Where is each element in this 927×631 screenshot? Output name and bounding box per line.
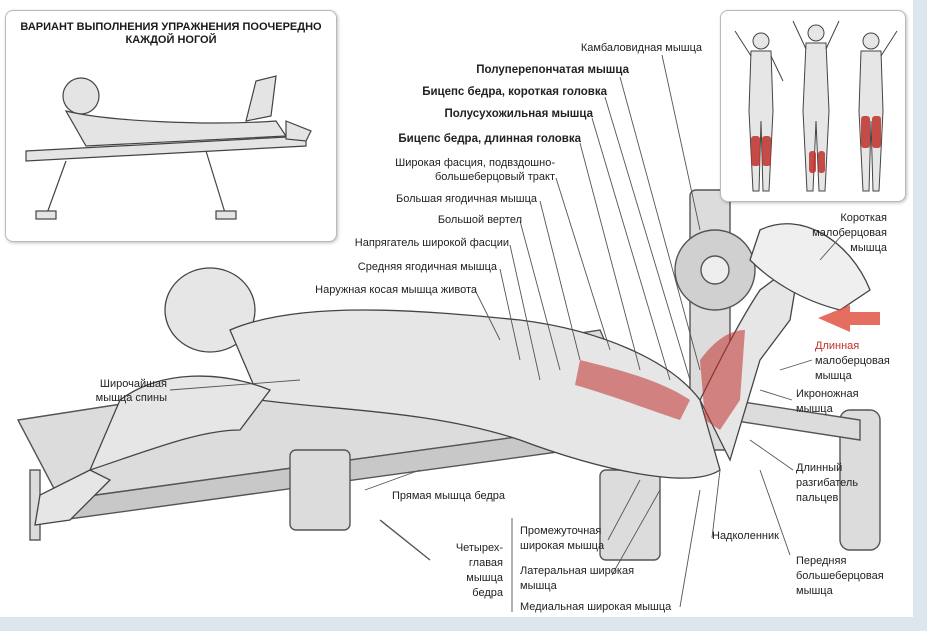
label-biceps-long: Бицепс бедра, длинная головка [398, 133, 581, 145]
label-quad-1: Четырех- [455, 542, 503, 554]
inset-illustration [25, 75, 312, 220]
label-quad-3: мышца [466, 572, 503, 584]
label-tibialis-1: Передняя [796, 555, 847, 567]
inset-title: ВАРИАНТ ВЫПОЛНЕНИЯ УПРАЖНЕНИЯ ПООЧЕРЕДНО… [6, 21, 336, 47]
label-latissimus-1: Широчайшая [99, 378, 167, 390]
muscle-map-figures [734, 20, 898, 192]
label-tibialis-2: большеберцовая [796, 570, 884, 582]
label-trochanter: Большой вертел [437, 214, 522, 226]
label-vastus-lat-2: мышца [520, 580, 557, 592]
hamstring-highlight [575, 330, 745, 430]
label-biceps-short: Бицепс бедра, короткая головка [422, 86, 607, 98]
label-quad-2: главая [468, 557, 503, 569]
label-vastus-med: Медиальная широкая мышца [520, 601, 672, 613]
leader-lines [169, 54, 843, 612]
label-peroneus-long-1: Длинная [815, 340, 860, 352]
arrow-icon [818, 305, 880, 332]
label-fascia-2: большеберцовый тракт [434, 171, 555, 183]
label-gastro-1: Икроножная [796, 388, 859, 400]
label-peroneus-short-1: Короткая [840, 212, 887, 224]
label-vastus-int-1: Промежуточная [520, 525, 602, 537]
inset-title-line1: ВАРИАНТ ВЫПОЛНЕНИЯ УПРАЖНЕНИЯ ПООЧЕРЕДНО [20, 21, 322, 33]
leg-roller [674, 229, 756, 311]
label-polusuh: Полусухожильная мышца [444, 108, 593, 120]
label-vastus-int-2: широкая мышца [520, 540, 605, 552]
label-extensor-3: пальцев [796, 492, 839, 504]
label-vastus-lat-1: Латеральная широкая [520, 565, 635, 577]
label-latissimus-2: мышца спины [95, 392, 167, 404]
label-extensor-2: разгибатель [796, 477, 859, 489]
label-peroneus-short-3: мышца [850, 242, 887, 254]
label-poluperep: Полуперепончатая мышца [476, 64, 629, 76]
label-peroneus-long-2: малоберцовая [815, 355, 890, 367]
label-patella: Надколенник [712, 530, 779, 542]
label-kambalovidnaya: Камбаловидная мышца [580, 42, 702, 54]
inset-title-line2: КАЖДОЙ НОГОЙ [125, 34, 217, 46]
label-rectus: Прямая мышца бедра [392, 490, 506, 502]
body-figure [34, 223, 871, 526]
label-gluteus-max: Большая ягодичная мышца [395, 193, 537, 205]
label-quad-4: бедра [472, 587, 503, 599]
label-oblique: Наружная косая мышца живота [315, 284, 477, 296]
inset-muscle-map [720, 10, 906, 202]
label-gastro-2: мышца [796, 403, 833, 415]
label-peroneus-long-3: мышца [815, 370, 852, 382]
label-fascia-1: Широкая фасция, подвздошно- [395, 157, 555, 169]
label-tensor: Напрягатель широкой фасции [354, 237, 509, 249]
label-gluteus-med: Средняя ягодичная мышца [357, 261, 497, 273]
label-tibialis-3: мышца [796, 585, 833, 597]
label-extensor-1: Длинный [796, 462, 843, 474]
inset-variant: ВАРИАНТ ВЫПОЛНЕНИЯ УПРАЖНЕНИЯ ПООЧЕРЕДНО… [5, 10, 337, 242]
label-peroneus-short-2: малоберцовая [812, 227, 887, 239]
